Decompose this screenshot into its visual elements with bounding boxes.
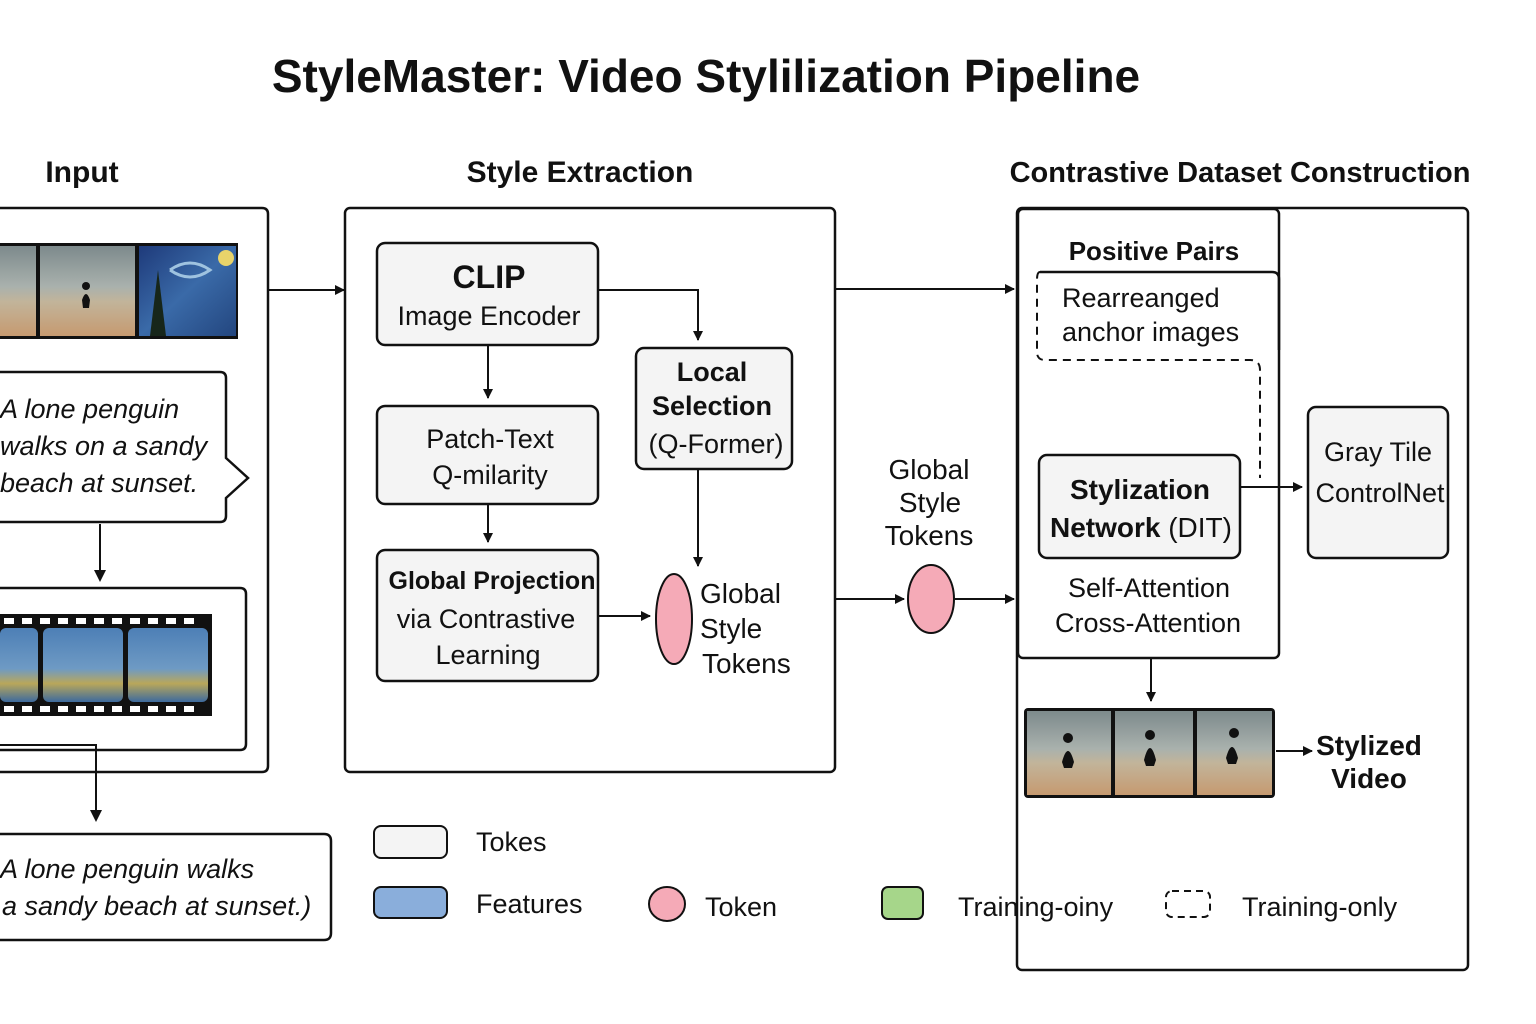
patch-text-line-1: Patch-Text xyxy=(426,424,554,454)
input-panel: A lone penguin walks on a sandy beach at… xyxy=(0,206,270,822)
positive-pairs-label: Positive Pairs xyxy=(1069,236,1240,266)
local-selection-box: Local Selection (Q-Former) xyxy=(634,346,794,471)
middle-token-icon xyxy=(907,564,955,634)
global-projection-line-2: via Contrastive xyxy=(397,604,576,634)
stylized-video-line-2: Video xyxy=(1331,763,1407,794)
section-contrastive-header: Contrastive Dataset Construction xyxy=(1010,157,1471,189)
stylization-network-box: Stylization Network (DIT) xyxy=(1037,453,1242,560)
legend-tokens-swatch xyxy=(373,825,448,859)
section-input-header: Input xyxy=(45,156,118,189)
bottom-caption-box: A lone penguin walks a sandy beach at su… xyxy=(0,832,333,942)
input-caption-line-1: A lone penguin xyxy=(0,394,179,424)
rearranged-anchor-box: Rearreanged anchor images xyxy=(1036,270,1281,478)
middle-gst-line-2: Style xyxy=(899,487,961,518)
middle-gst-line-1: Global xyxy=(889,454,970,485)
style-gst-line-1: Global xyxy=(700,578,781,609)
style-gst-line-2: Style xyxy=(700,613,762,644)
stylization-network-word: Network xyxy=(1050,512,1161,543)
legend-tokens-label: Tokes xyxy=(476,827,547,857)
legend-features-swatch xyxy=(373,886,448,919)
local-selection-line-2: Selection xyxy=(652,391,772,421)
input-film-strip xyxy=(0,586,248,752)
input-caption-bubble: A lone penguin walks on a sandy beach at… xyxy=(0,370,250,524)
clip-encoder-box: CLIP Image Encoder xyxy=(375,241,600,347)
clip-title: CLIP xyxy=(453,259,526,295)
stylized-video-line-1: Stylized xyxy=(1316,730,1422,761)
legend: Tokes Features Token Training-oiny Train… xyxy=(373,825,1398,922)
stylized-video-strip xyxy=(1024,708,1275,798)
style-extraction-panel xyxy=(343,206,837,774)
patch-text-box: Patch-Text Q-milarity xyxy=(375,404,600,506)
input-caption-line-3: beach at sunset. xyxy=(0,468,198,498)
gray-tile-controlnet-box: Gray Tile ControlNet xyxy=(1306,405,1450,560)
legend-token-label: Token xyxy=(705,892,777,922)
stylization-line-1: Stylization xyxy=(1070,474,1210,505)
global-projection-line-1: Global Projection xyxy=(389,567,596,595)
rearranged-line-1: Rearreanged xyxy=(1062,283,1220,313)
middle-gst-line-3: Tokens xyxy=(885,520,974,551)
legend-features-label: Features xyxy=(476,889,583,919)
attention-line-1: Self-Attention xyxy=(1068,573,1230,603)
global-projection-line-3: Learning xyxy=(435,640,540,670)
bottom-caption-line-2: a sandy beach at sunset.) xyxy=(2,891,311,921)
clip-subtitle: Image Encoder xyxy=(397,301,580,331)
patch-text-line-2: Q-milarity xyxy=(432,460,548,490)
input-caption-line-2: walks on a sandy xyxy=(0,431,209,461)
legend-token-swatch xyxy=(648,886,686,922)
contrastive-inner-panel xyxy=(1016,207,1281,660)
legend-training-only-label: Training-only xyxy=(1242,892,1398,922)
legend-training-oiny-label: Training-oiny xyxy=(958,892,1114,922)
legend-training-green-swatch xyxy=(881,886,924,920)
local-selection-line-3: (Q-Former) xyxy=(649,429,784,459)
gray-tile-line-1: Gray Tile xyxy=(1324,437,1432,467)
stylization-dit-word: (DIT) xyxy=(1168,512,1232,543)
section-style-extraction-header: Style Extraction xyxy=(467,156,694,189)
style-gst-line-3: Tokens xyxy=(702,648,791,679)
legend-training-dashed-swatch xyxy=(1165,890,1211,918)
input-image-strip xyxy=(0,243,238,339)
gray-tile-line-2: ControlNet xyxy=(1315,478,1445,508)
rearranged-line-2: anchor images xyxy=(1062,317,1239,347)
global-style-token-icon xyxy=(655,573,693,665)
page-title: StyleMaster: Video Stylilization Pipelin… xyxy=(272,50,1140,102)
bottom-caption-line-1: A lone penguin walks xyxy=(0,854,254,884)
attention-line-2: Cross-Attention xyxy=(1055,608,1241,638)
local-selection-line-1: Local xyxy=(677,357,748,387)
global-projection-box: Global Projection via Contrastive Learni… xyxy=(375,548,600,683)
stylization-line-2: Network (DIT) xyxy=(1050,512,1232,543)
